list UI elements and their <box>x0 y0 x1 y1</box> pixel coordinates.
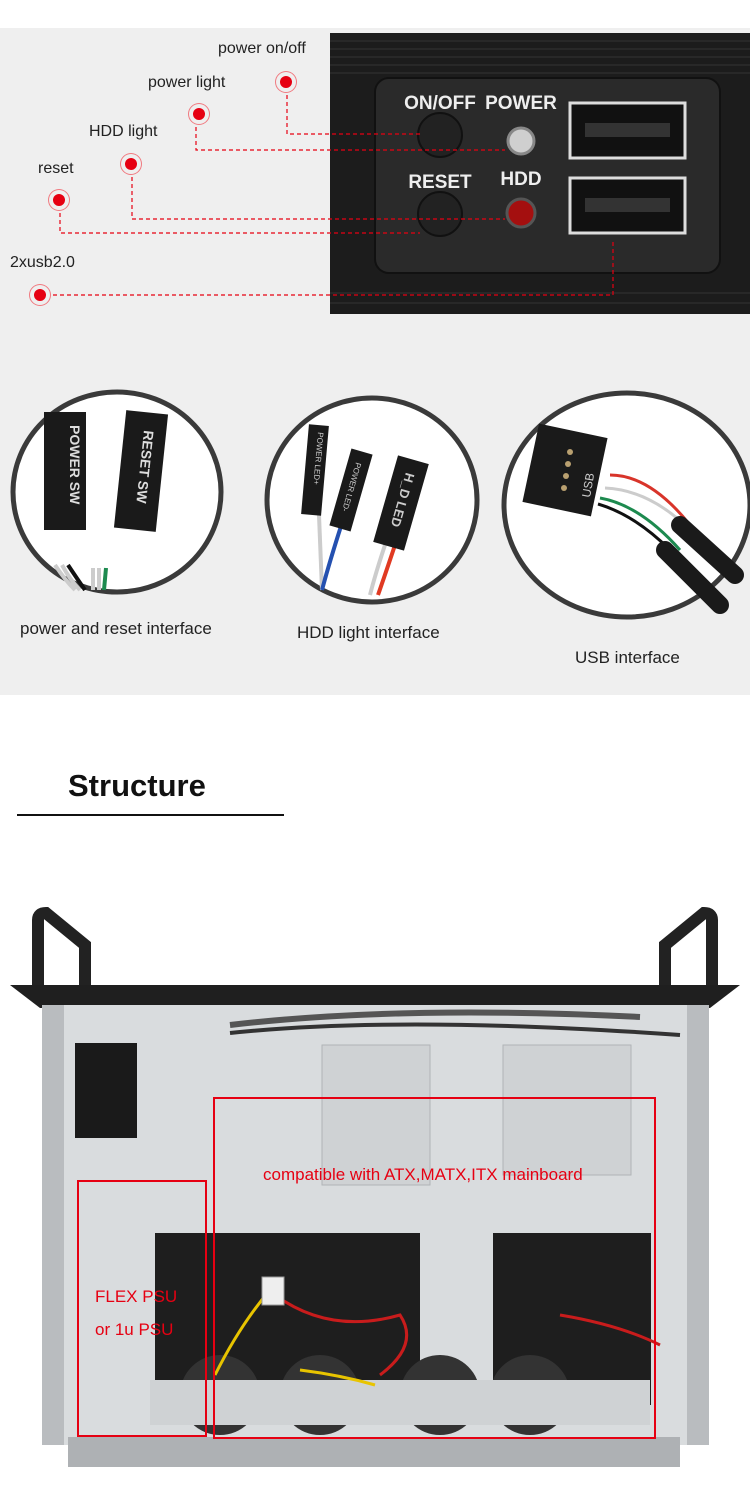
callout-lines <box>46 88 614 296</box>
callout-dot-icon <box>280 76 292 88</box>
psu-label-line2: or 1u PSU <box>95 1320 174 1339</box>
chassis-photo <box>10 906 740 1467</box>
callout-power-light: power light <box>148 74 226 91</box>
callout-hdd-light: HDD light <box>89 123 158 140</box>
caption-usb: USB interface <box>575 648 680 667</box>
callout-dot-icon <box>53 194 65 206</box>
caption-hdd-light: HDD light interface <box>297 623 440 642</box>
title-underline <box>17 814 284 816</box>
mainboard-area-box <box>213 1097 656 1439</box>
panel-label-on-off: ON/OFF <box>404 93 476 114</box>
reset-sw-label: RESET SW <box>133 430 157 505</box>
caption-power-reset: power and reset interface <box>20 619 212 638</box>
on-off-button-photo <box>417 112 463 158</box>
panel-label-power: POWER <box>485 93 557 114</box>
callout-usb: 2xusb2.0 <box>10 254 75 271</box>
psu-label-line1: FLEX PSU <box>95 1287 178 1306</box>
section-title: Structure <box>68 768 206 803</box>
callout-dot-icon <box>193 108 205 120</box>
power-reset-connector-photo: POWER SW RESET SW <box>10 389 224 595</box>
hdd-led-photo <box>505 197 537 229</box>
usb-connector-photo: USB <box>501 390 750 620</box>
hdd-led-connector-photo: POWER LED+ POWER LED- H_D LED <box>264 395 480 605</box>
panel-label-hdd: HDD <box>500 169 541 190</box>
interface-photos: POWER SW RESET SW POWER LED+ POWER LED- … <box>10 389 750 620</box>
reset-button-photo <box>417 191 463 237</box>
callout-power-on-off: power on/off <box>218 40 306 57</box>
callout-dot-icon <box>34 289 46 301</box>
usb-label: USB <box>579 472 597 499</box>
power-led-photo <box>506 126 536 156</box>
panel-label-reset: RESET <box>408 172 472 193</box>
callout-reset: reset <box>38 160 74 177</box>
front-panel-photo: ON/OFF POWER RESET HDD <box>330 33 750 314</box>
power-sw-label: POWER SW <box>67 425 83 505</box>
callout-dot-icon <box>125 158 137 170</box>
mainboard-label: compatible with ATX,MATX,ITX mainboard <box>263 1165 583 1184</box>
psu-area-box <box>77 1180 207 1437</box>
